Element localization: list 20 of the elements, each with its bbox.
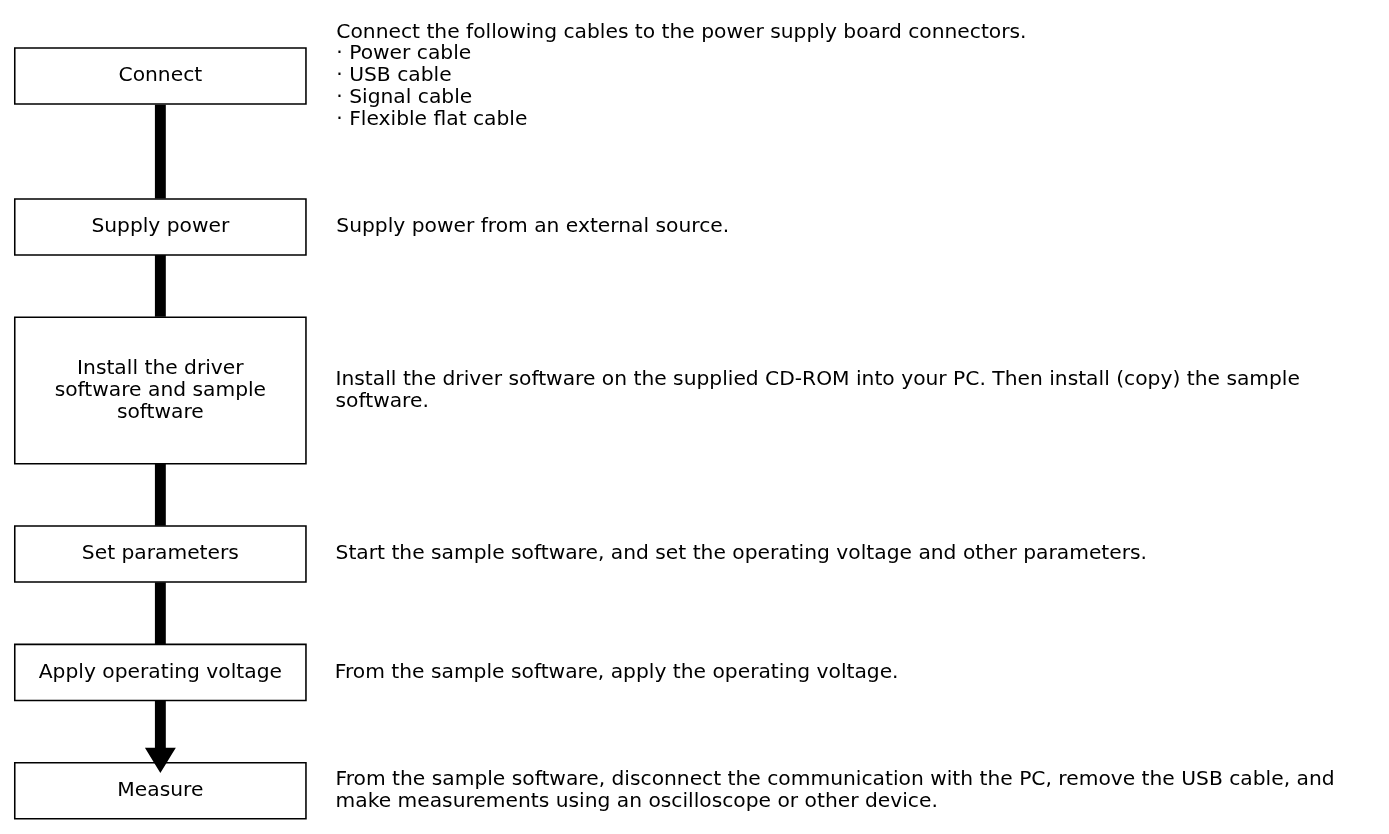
arrow	[144, 700, 176, 774]
node-label: · Signal cable	[336, 84, 473, 109]
connector	[154, 255, 166, 317]
node-label: From the sample software, apply the operating voltage.	[334, 658, 899, 683]
node-label: Start the sample software, and set the operating voltage and other parameters.	[335, 540, 1148, 565]
connector	[154, 582, 166, 645]
connector	[154, 104, 166, 199]
node-label: Connect the following cables to the power supply board connectors.	[336, 18, 1027, 43]
node-label: Supply power from an external source.	[336, 213, 730, 238]
node-box: Apply operating voltage	[14, 643, 307, 702]
node-box: Measure	[14, 761, 307, 820]
node-label: · Power cable	[336, 40, 472, 65]
node-label: · USB cable	[336, 62, 452, 87]
node-box: Install the driver software and sample software	[14, 316, 307, 465]
connector	[154, 463, 166, 526]
node-label: From the sample software, disconnect the communication with the PC, remove the USB cable, and make measurements using an oscilloscope or other device.	[335, 766, 1335, 812]
node-label: Install the driver software on the supplied CD-ROM into your PC. Then install (copy) the sample software.	[335, 365, 1300, 412]
node-box: Supply power	[14, 198, 307, 256]
node-box: Connect	[14, 47, 307, 105]
node-box: Set parameters	[14, 525, 307, 583]
